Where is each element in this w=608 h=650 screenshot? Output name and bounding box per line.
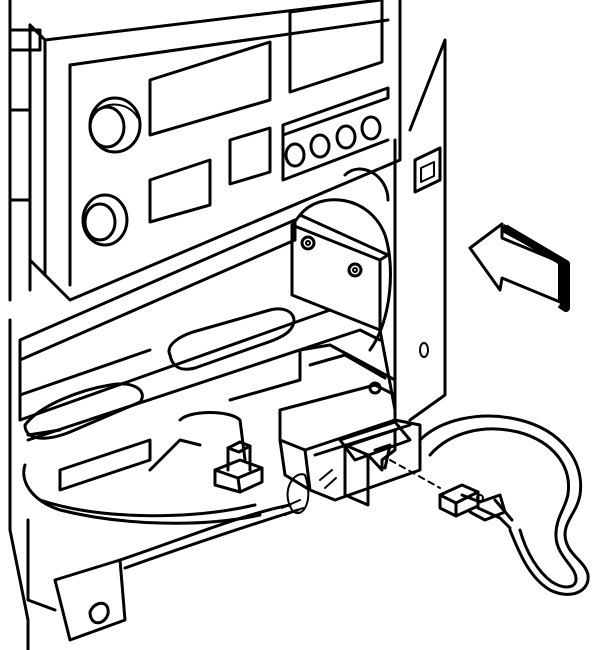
- round-opening: [298, 167, 392, 352]
- mounting-bracket: [290, 213, 397, 412]
- insertion-path-line: [389, 459, 441, 489]
- connector-tray: [22, 343, 397, 525]
- right-knob: [81, 193, 129, 247]
- hex-bolt: [213, 440, 264, 494]
- display-window: [148, 0, 384, 224]
- small-plug-connector: [438, 483, 514, 530]
- shelf-slots: [23, 307, 296, 492]
- radio-faceplate: [28, 0, 402, 302]
- left-knob: [88, 96, 142, 154]
- wiring-connector: [278, 383, 422, 502]
- connector-latch: [343, 428, 397, 507]
- arrow-icon: [468, 222, 570, 312]
- preset-buttons: [281, 86, 390, 182]
- wire-harness: [118, 414, 590, 596]
